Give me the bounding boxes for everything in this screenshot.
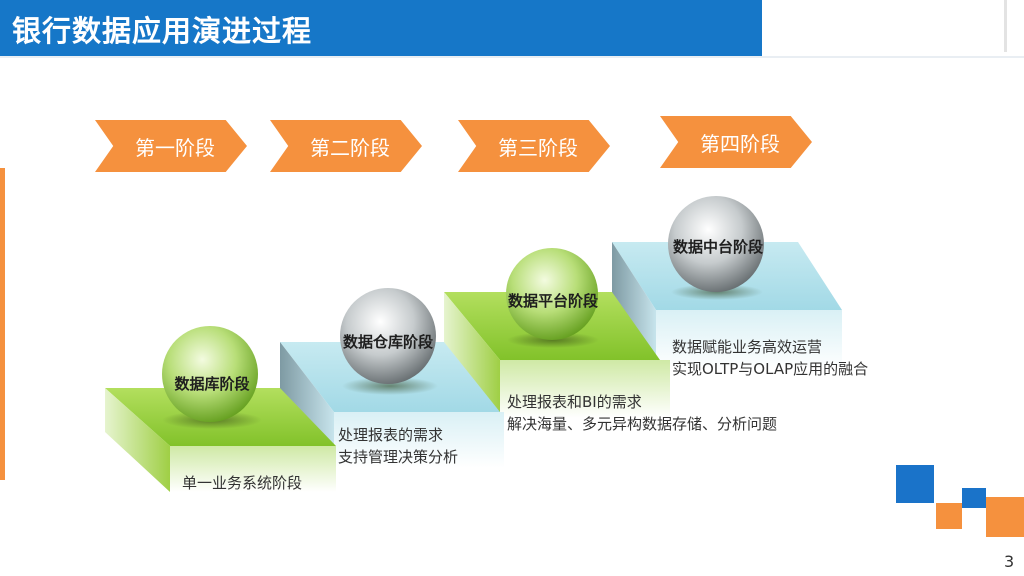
ball-label-3: 数据平台阶段 bbox=[507, 292, 599, 310]
step-4-block bbox=[612, 242, 842, 370]
ball-4 bbox=[668, 196, 764, 292]
ball-3 bbox=[506, 248, 598, 340]
step-3-desc-line-2: 解决海量、多元异构数据存储、分析问题 bbox=[507, 415, 778, 433]
step-2-desc: 处理报表的需求 支持管理决策分析 bbox=[338, 424, 458, 468]
step-1-desc-line-1: 单一业务系统阶段 bbox=[182, 474, 303, 492]
step-3-desc-line-1: 处理报表和BI的需求 bbox=[507, 393, 642, 411]
title-divider bbox=[1004, 0, 1007, 52]
ball-label-1: 数据库阶段 bbox=[174, 375, 250, 393]
deco-square-blue-small bbox=[962, 488, 986, 508]
page-title: 银行数据应用演进过程 bbox=[12, 14, 313, 48]
ball-2 bbox=[340, 288, 436, 384]
left-accent-stripe bbox=[0, 168, 5, 480]
stage-arrow-1: 第一阶段 bbox=[95, 120, 247, 172]
deco-square-orange-small bbox=[936, 503, 962, 529]
step-4-desc-line-2: 实现OLTP与OLAP应用的融合 bbox=[672, 360, 869, 378]
step-1-desc: 单一业务系统阶段 bbox=[182, 472, 302, 494]
title-underline bbox=[0, 56, 1024, 58]
stage-arrow-3: 第三阶段 bbox=[458, 120, 610, 172]
stage-arrow-2: 第二阶段 bbox=[270, 120, 422, 172]
step-4-desc: 数据赋能业务高效运营 实现OLTP与OLAP应用的融合 bbox=[672, 336, 868, 380]
stage-arrow-4: 第四阶段 bbox=[660, 116, 812, 168]
deco-square-blue-large bbox=[896, 465, 934, 503]
step-4-desc-line-1: 数据赋能业务高效运营 bbox=[672, 338, 823, 356]
step-2-desc-line-2: 支持管理决策分析 bbox=[338, 448, 459, 466]
step-3-desc: 处理报表和BI的需求 解决海量、多元异构数据存储、分析问题 bbox=[507, 391, 777, 435]
page-number: 3 bbox=[1004, 552, 1015, 571]
deco-square-orange-large bbox=[986, 497, 1024, 537]
step-2-desc-line-1: 处理报表的需求 bbox=[338, 426, 444, 444]
title-bar-blank bbox=[762, 0, 1024, 56]
title-bar: 银行数据应用演进过程 bbox=[0, 0, 762, 56]
ball-label-2: 数据仓库阶段 bbox=[342, 333, 434, 351]
ball-label-4: 数据中台阶段 bbox=[672, 238, 764, 256]
ball-1 bbox=[162, 326, 258, 422]
